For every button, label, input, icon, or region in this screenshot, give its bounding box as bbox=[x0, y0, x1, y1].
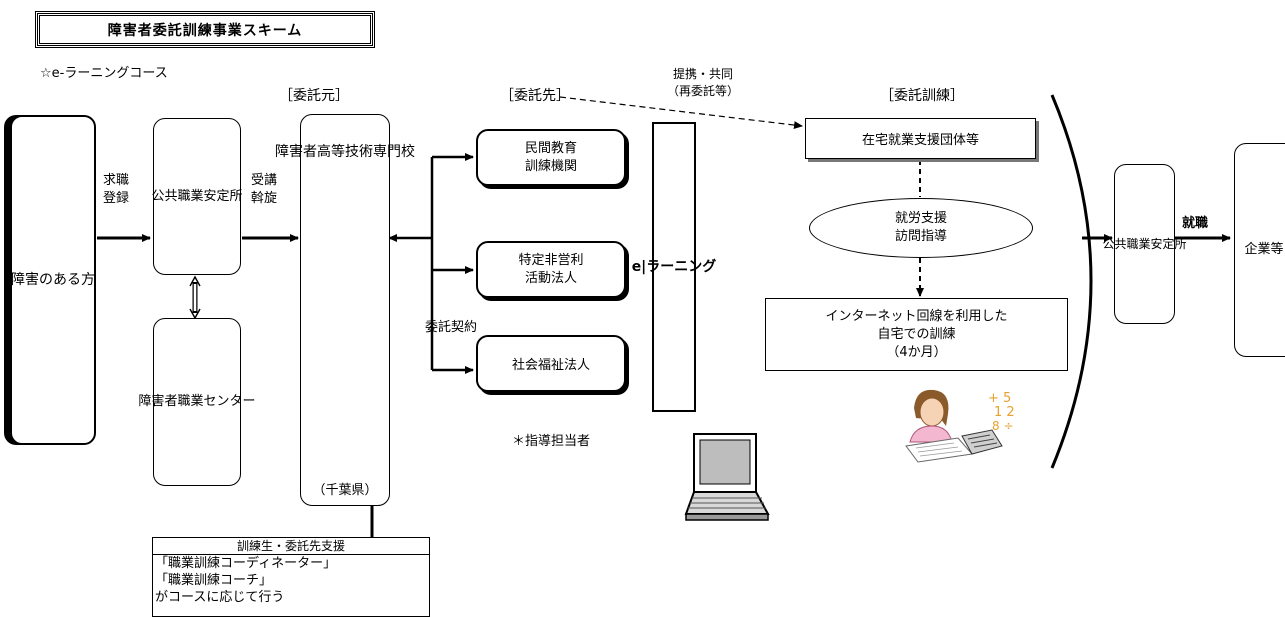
support-line-3: がコースに応じて行う bbox=[155, 590, 285, 605]
company-label: 企業等 bbox=[1244, 242, 1284, 258]
center-label: 障害者職業センター bbox=[138, 393, 256, 409]
welfare-label: 社会福祉法人 bbox=[511, 358, 590, 373]
visit-label: 就労支援 訪問指導 bbox=[894, 211, 947, 244]
elearning-box: e|ラーニング bbox=[631, 122, 717, 412]
elearning-label: e|ラーニング bbox=[631, 258, 717, 275]
npo-box: 特定非営利 活動法人 bbox=[476, 241, 626, 298]
home-support-label: 在宅就業支援団体等 bbox=[861, 133, 979, 148]
label-shushoku: 就職 bbox=[1182, 216, 1209, 231]
support-box: 訓練生・委託先支援 「職業訓練コーディネーター」 「職業訓練コーチ」 がコースに… bbox=[152, 537, 430, 617]
title-box: 障害者委託訓練事業スキーム bbox=[35, 11, 375, 48]
partnership-label: 提携・共同 （再委託等） bbox=[667, 67, 740, 98]
label-itaku-keiyaku-wrap: 委託契約 bbox=[425, 282, 478, 374]
instructor-note: ＊指導担当者 bbox=[512, 434, 591, 449]
npo-label: 特定非営利 活動法人 bbox=[518, 252, 584, 286]
woman-with-calculator-icon: + 5 1 2 8 ÷ bbox=[905, 389, 1015, 463]
subtitle: ☆e-ラーニングコース bbox=[40, 66, 168, 81]
label-kyushoku: 求職 登録 bbox=[103, 173, 130, 206]
support-line-2: 「職業訓練コーチ」 bbox=[155, 573, 273, 588]
company-box: 企業等 bbox=[1234, 143, 1285, 357]
minkan-label: 民間教育 訓練機関 bbox=[524, 140, 577, 174]
hello-work-2-label: 公共職業安定所 bbox=[1102, 236, 1187, 251]
school-sub-label: （千葉県） bbox=[312, 483, 378, 498]
connector-lines bbox=[97, 94, 1231, 537]
person-label: 障害のある方 bbox=[11, 271, 95, 288]
svg-text:+ 5: + 5 bbox=[988, 391, 1011, 406]
support-box-header: 訓練生・委託先支援 bbox=[153, 538, 429, 555]
hello-work-box-2: 公共職業安定所 bbox=[1102, 164, 1187, 324]
home-training-box: インターネット回線を利用した 自宅での訓練 （4か月） bbox=[765, 298, 1068, 371]
hello-work-1-label: 公共職業安定所 bbox=[151, 188, 243, 204]
header-itakumoto: ［委託元］ bbox=[279, 88, 349, 104]
person-box: 障害のある方 bbox=[10, 115, 96, 445]
label-itaku-keiyaku: 委託契約 bbox=[425, 319, 478, 335]
support-line-1: 「職業訓練コーディネーター」 bbox=[155, 556, 337, 571]
label-jukou: 受講 斡旋 bbox=[251, 173, 278, 206]
laptop-icon bbox=[684, 433, 770, 521]
school-box: 障害者高等技術専門校 （千葉県） bbox=[275, 114, 415, 506]
header-itakukunren: ［委託訓練］ bbox=[880, 88, 964, 104]
svg-text:1 2: 1 2 bbox=[994, 405, 1015, 420]
visit-ellipse: 就労支援 訪問指導 bbox=[809, 198, 1033, 258]
center-box: 障害者職業センター bbox=[138, 318, 256, 486]
header-itakusaki: ［委託先］ bbox=[500, 88, 570, 104]
svg-text:8 ÷: 8 ÷ bbox=[992, 419, 1014, 433]
hello-work-box-1: 公共職業安定所 bbox=[151, 118, 243, 275]
minkan-box: 民間教育 訓練機関 bbox=[476, 129, 626, 186]
page-title: 障害者委託訓練事業スキーム bbox=[107, 22, 303, 39]
welfare-box: 社会福祉法人 bbox=[476, 335, 626, 392]
home-training-label: インターネット回線を利用した 自宅での訓練 （4か月） bbox=[825, 308, 1008, 360]
home-support-box: 在宅就業支援団体等 bbox=[805, 118, 1036, 159]
school-label: 障害者高等技術専門校 bbox=[275, 144, 415, 160]
